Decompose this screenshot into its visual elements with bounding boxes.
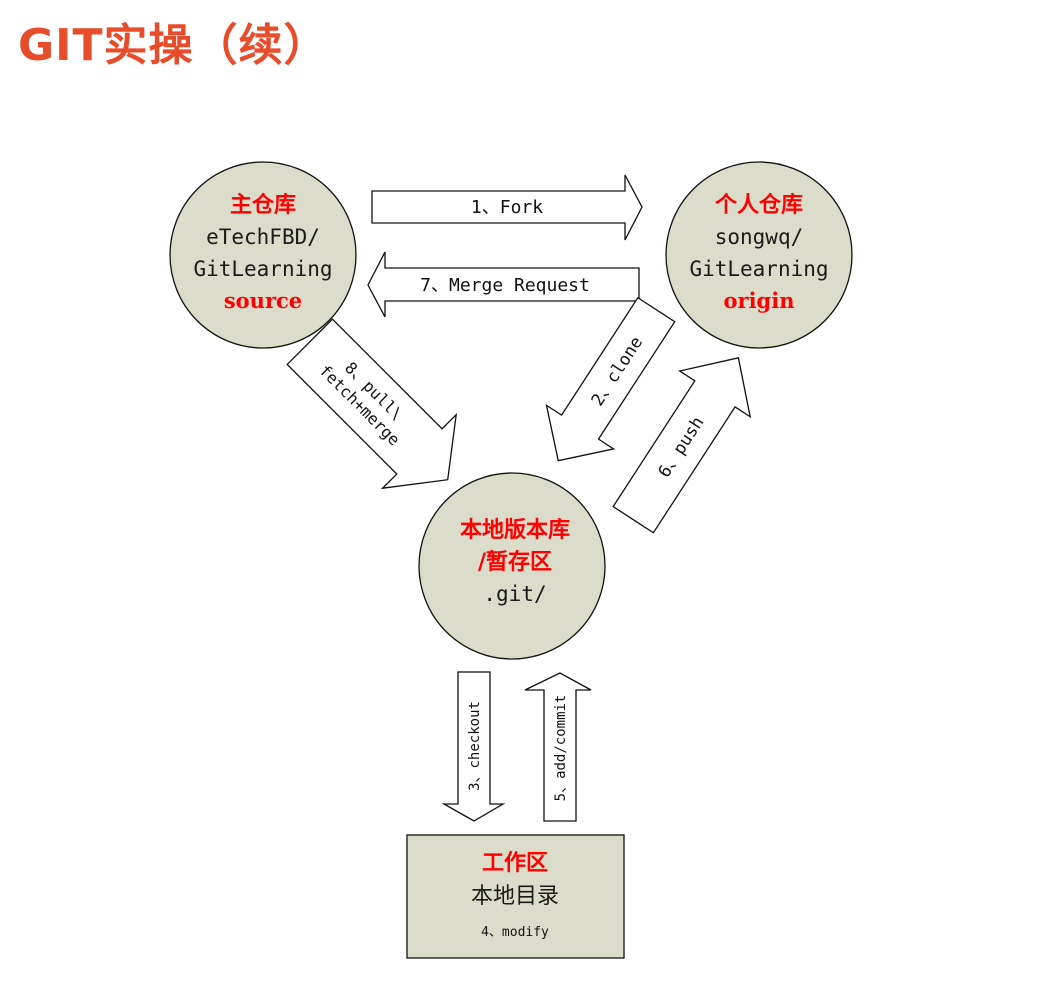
main-repo-title: 主仓库 xyxy=(230,192,296,218)
workspace-title: 工作区 xyxy=(482,850,548,876)
main-repo-name: GitLearning xyxy=(193,257,332,281)
add-commit-arrow-label: 5、add/commit xyxy=(553,695,569,802)
personal-repo-owner: songwq/ xyxy=(715,225,804,249)
local-repo-path: .git/ xyxy=(483,582,546,606)
page-title: GIT实操（续） xyxy=(18,20,329,71)
checkout-arrow-shape xyxy=(441,671,506,822)
push-arrow-shape xyxy=(612,357,752,534)
workspace-step: 4、modify xyxy=(481,925,549,940)
pull-arrow-shape xyxy=(286,318,458,490)
workspace-box xyxy=(406,834,625,959)
pull-arrow: 8、pull\ fetch+merge xyxy=(286,318,458,490)
main-repo-node: 主仓库 eTechFBD/ GitLearning source xyxy=(169,161,357,349)
personal-repo-circle xyxy=(665,161,853,349)
main-repo-owner: eTechFBD/ xyxy=(206,225,320,249)
fork-arrow-shape xyxy=(371,174,643,241)
merge-request-arrow: 7、Merge Request xyxy=(367,251,640,318)
personal-repo-name: GitLearning xyxy=(689,257,828,281)
local-repo-node: 本地版本库 /暂存区 .git/ xyxy=(418,472,606,660)
personal-repo-node: 个人仓库 songwq/ GitLearning origin xyxy=(665,161,853,349)
clone-arrow: 2、clone xyxy=(545,296,676,462)
clone-arrow-shape xyxy=(545,296,676,462)
fork-arrow-label: 1、Fork xyxy=(471,197,543,218)
local-repo-circle xyxy=(418,472,606,660)
workspace-subtitle: 本地目录 xyxy=(471,884,559,909)
main-repo-circle xyxy=(169,161,357,349)
personal-repo-title: 个人仓库 xyxy=(715,192,803,218)
checkout-arrow: 3、checkout xyxy=(441,671,506,822)
local-repo-subtitle: /暂存区 xyxy=(478,549,552,575)
personal-repo-alias: origin xyxy=(724,288,795,313)
add-commit-arrow: 5、add/commit xyxy=(524,672,592,822)
local-repo-title: 本地版本库 xyxy=(460,517,570,543)
add-commit-arrow-shape xyxy=(524,672,592,822)
merge-request-arrow-shape xyxy=(367,251,640,318)
checkout-arrow-label: 3、checkout xyxy=(467,701,483,791)
main-repo-alias: source xyxy=(224,288,302,313)
fork-arrow: 1、Fork xyxy=(371,174,643,241)
merge-request-arrow-label: 7、Merge Request xyxy=(420,275,590,296)
workspace-node: 工作区 本地目录 4、modify xyxy=(406,834,625,959)
